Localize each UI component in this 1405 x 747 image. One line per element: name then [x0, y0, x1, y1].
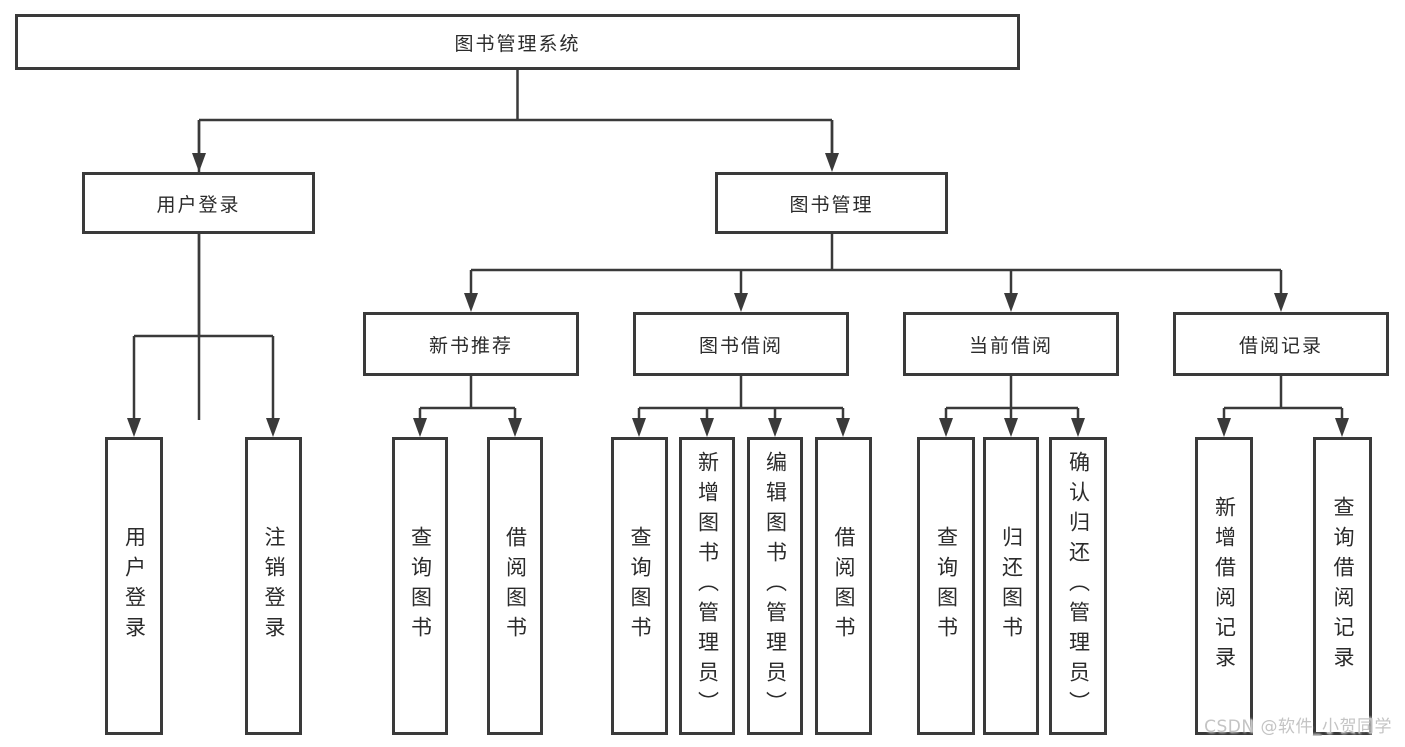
leaf-borrow-edit-books-admin: 编辑图书（管理员） [747, 437, 803, 735]
node-new-book-recommend: 新书推荐 [363, 312, 579, 376]
leaf-logout-label: 注销登录 [262, 526, 286, 646]
connector-book-borrow-split [637, 376, 845, 419]
csdn-watermark: CSDN @软件_小贺同学 [1204, 717, 1392, 737]
leaf-current-query-books-label: 查询图书 [934, 526, 959, 646]
leaf-recommend-borrow-books: 借阅图书 [487, 437, 543, 735]
leaf-current-return-books-label: 归还图书 [999, 526, 1024, 646]
leaf-current-confirm-return-admin: 确认归还（管理员） [1049, 437, 1107, 735]
node-borrow-records-label: 借阅记录 [1238, 334, 1323, 357]
leaf-current-confirm-return-admin-label: 确认归还（管理员） [1066, 451, 1091, 721]
node-current-borrow-label: 当前借阅 [968, 334, 1053, 357]
node-book-management: 图书管理 [715, 172, 948, 234]
leaf-recommend-query-books: 查询图书 [392, 437, 448, 735]
leaf-borrow-query-books: 查询图书 [611, 437, 668, 735]
connector-new-book-split [418, 376, 517, 419]
leaf-records-query-borrow-record-label: 查询借阅记录 [1331, 496, 1355, 676]
connector-user-login-split [132, 234, 275, 419]
node-new-book-recommend-label: 新书推荐 [428, 334, 513, 357]
leaf-current-return-books: 归还图书 [983, 437, 1039, 735]
leaf-records-query-borrow-record: 查询借阅记录 [1313, 437, 1372, 735]
leaf-logout: 注销登录 [245, 437, 302, 735]
leaf-current-query-books: 查询图书 [917, 437, 975, 735]
leaf-user-login: 用户登录 [105, 437, 163, 735]
node-book-borrow: 图书借阅 [633, 312, 849, 376]
node-root-label: 图书管理系统 [454, 32, 581, 55]
node-book-borrow-label: 图书借阅 [698, 334, 783, 357]
leaf-borrow-edit-books-admin-label: 编辑图书（管理员） [763, 451, 788, 721]
leaf-recommend-borrow-books-label: 借阅图书 [503, 526, 528, 646]
node-user-login: 用户登录 [82, 172, 315, 234]
connector-root-branches [197, 120, 834, 154]
leaf-borrow-borrow-books: 借阅图书 [815, 437, 872, 735]
node-book-management-label: 图书管理 [789, 193, 874, 216]
connector-borrow-records-split [1222, 376, 1344, 419]
node-root: 图书管理系统 [15, 14, 1020, 70]
leaf-user-login-label: 用户登录 [122, 526, 147, 646]
node-current-borrow: 当前借阅 [903, 312, 1119, 376]
leaf-borrow-add-books-admin-label: 新增图书（管理员） [695, 451, 720, 721]
node-borrow-records: 借阅记录 [1173, 312, 1389, 376]
connector-current-borrow-split [944, 376, 1080, 419]
leaf-records-add-borrow-record: 新增借阅记录 [1195, 437, 1253, 735]
leaf-borrow-borrow-books-label: 借阅图书 [832, 526, 856, 646]
leaf-records-add-borrow-record-label: 新增借阅记录 [1212, 496, 1237, 676]
node-user-login-label: 用户登录 [156, 193, 241, 216]
connector-book-management-split [469, 234, 1283, 294]
leaf-borrow-query-books-label: 查询图书 [628, 526, 652, 646]
leaf-borrow-add-books-admin: 新增图书（管理员） [679, 437, 735, 735]
leaf-recommend-query-books-label: 查询图书 [408, 526, 433, 646]
